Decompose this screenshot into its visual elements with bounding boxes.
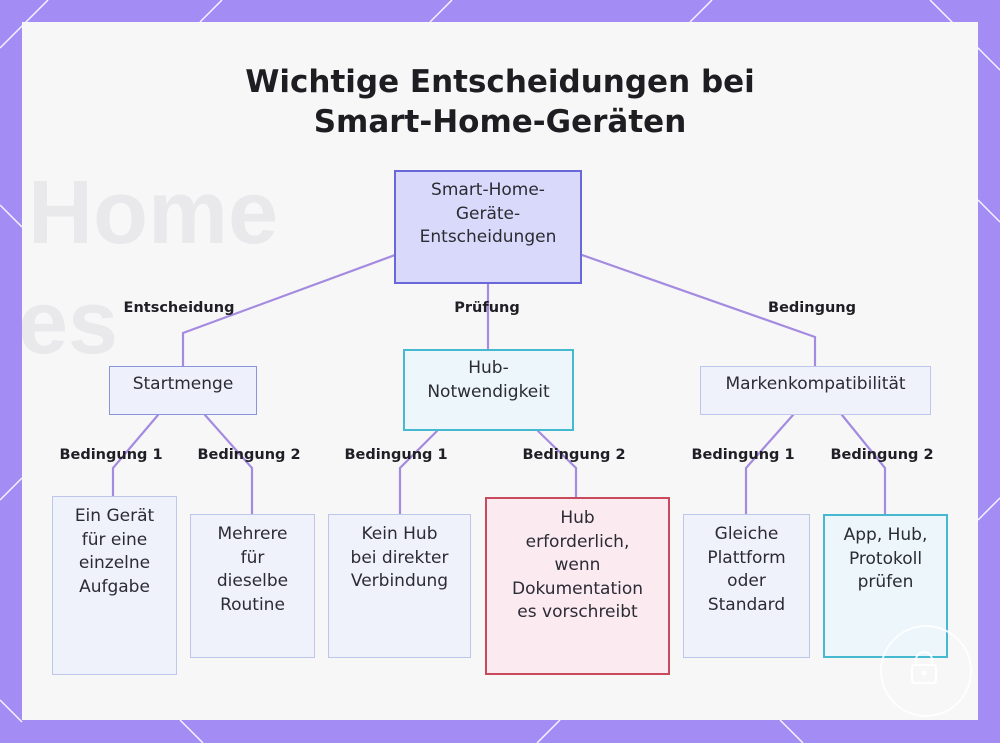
edge-label-marken-1: Bedingung 1	[691, 447, 795, 463]
title-line-2: Smart-Home-Geräten	[313, 104, 687, 140]
edge-label-startmenge-1: Bedingung 1	[59, 447, 163, 463]
node-startmenge: Startmenge	[109, 366, 257, 415]
node-hub-1-line-1: Kein Hub	[361, 524, 438, 544]
edge-startmenge-2	[203, 413, 254, 516]
node-marken-2-line-3: prüfen	[857, 572, 914, 592]
node-startmenge-2-line-4: Routine	[220, 594, 285, 615]
node-hub-2-line-5: es vorschreibt	[517, 602, 638, 622]
node-root-line-1: Smart-Home-	[431, 180, 545, 200]
edge-label-marken-2: Bedingung 2	[830, 447, 934, 463]
node-marken-1-line-2: Plattform	[707, 547, 786, 568]
node-hub-2: Hub erforderlich, wenn Dokumentation es …	[485, 497, 670, 675]
node-root-line-2: Geräte-	[455, 203, 521, 224]
node-hub-1-line-2: bei direkter	[350, 547, 449, 568]
node-startmenge-2: Mehrere für dieselbe Routine	[190, 514, 315, 658]
node-startmenge-1-line-2: für eine	[81, 529, 148, 550]
node-marken-1-line-4: Standard	[707, 594, 786, 615]
node-startmenge-2-line-1: Mehrere	[217, 524, 288, 544]
edge-label-pruefung: Prüfung	[454, 300, 520, 316]
edge-hub-1	[398, 429, 439, 516]
node-marken-line-1: Markenkompatibilität	[725, 374, 906, 394]
node-marken-1-line-1: Gleiche	[714, 524, 779, 544]
node-startmenge-1-line-3: einzelne	[78, 553, 151, 573]
node-startmenge-2-line-2: für	[240, 547, 265, 568]
node-hub-2-line-3: wenn	[554, 555, 601, 575]
node-hub-line-2: Notwendigkeit	[427, 381, 550, 402]
node-startmenge-1-line-4: Aufgabe	[79, 576, 150, 597]
edge-marken-1	[744, 413, 795, 516]
lock-icon	[911, 651, 937, 684]
node-marken-1: Gleiche Plattform oder Standard	[683, 514, 810, 658]
diagram-title: Wichtige Entscheidungen bei Smart-Home-G…	[0, 62, 1000, 142]
title-line-1: Wichtige Entscheidungen bei	[245, 64, 755, 100]
edge-label-hub-2: Bedingung 2	[522, 447, 626, 463]
node-hub-2-line-2: erforderlich,	[525, 531, 630, 552]
node-hub-2-line-4: Dokumentation	[511, 578, 644, 599]
edge-label-startmenge-2: Bedingung 2	[197, 447, 301, 463]
edge-root-startmenge	[181, 253, 397, 368]
node-root: Smart-Home- Geräte- Entscheidungen	[394, 170, 582, 284]
edge-label-bedingung: Bedingung	[768, 300, 856, 316]
edge-startmenge-1	[111, 413, 160, 498]
edge-marken-2	[840, 413, 887, 516]
edge-hub-2	[536, 429, 578, 499]
node-root-line-3: Entscheidungen	[419, 227, 557, 247]
node-startmenge-line-1: Startmenge	[132, 374, 234, 394]
node-hub-1: Kein Hub bei direkter Verbindung	[328, 514, 471, 658]
node-marken: Markenkompatibilität	[700, 366, 931, 415]
background-word-es: es	[22, 273, 119, 373]
node-hub: Hub- Notwendigkeit	[403, 349, 574, 431]
node-startmenge-1-line-1: Ein Gerät	[74, 506, 155, 526]
node-startmenge-2-line-3: dieselbe	[216, 571, 289, 591]
node-hub-1-line-3: Verbindung	[350, 571, 449, 591]
lock-badge	[880, 625, 972, 717]
node-marken-2-line-2: Protokoll	[848, 548, 923, 569]
node-hub-line-1: Hub-	[468, 358, 509, 378]
node-marken-2-line-1: App, Hub,	[843, 525, 928, 545]
background-word-home: Home	[28, 163, 279, 263]
node-startmenge-1: Ein Gerät für eine einzelne Aufgabe	[52, 496, 177, 675]
node-marken-1-line-3: oder	[727, 571, 766, 591]
edge-label-entscheidung: Entscheidung	[123, 300, 235, 316]
edge-root-marken	[580, 253, 817, 368]
edge-label-hub-1: Bedingung 1	[344, 447, 448, 463]
node-hub-2-line-1: Hub	[560, 508, 595, 528]
